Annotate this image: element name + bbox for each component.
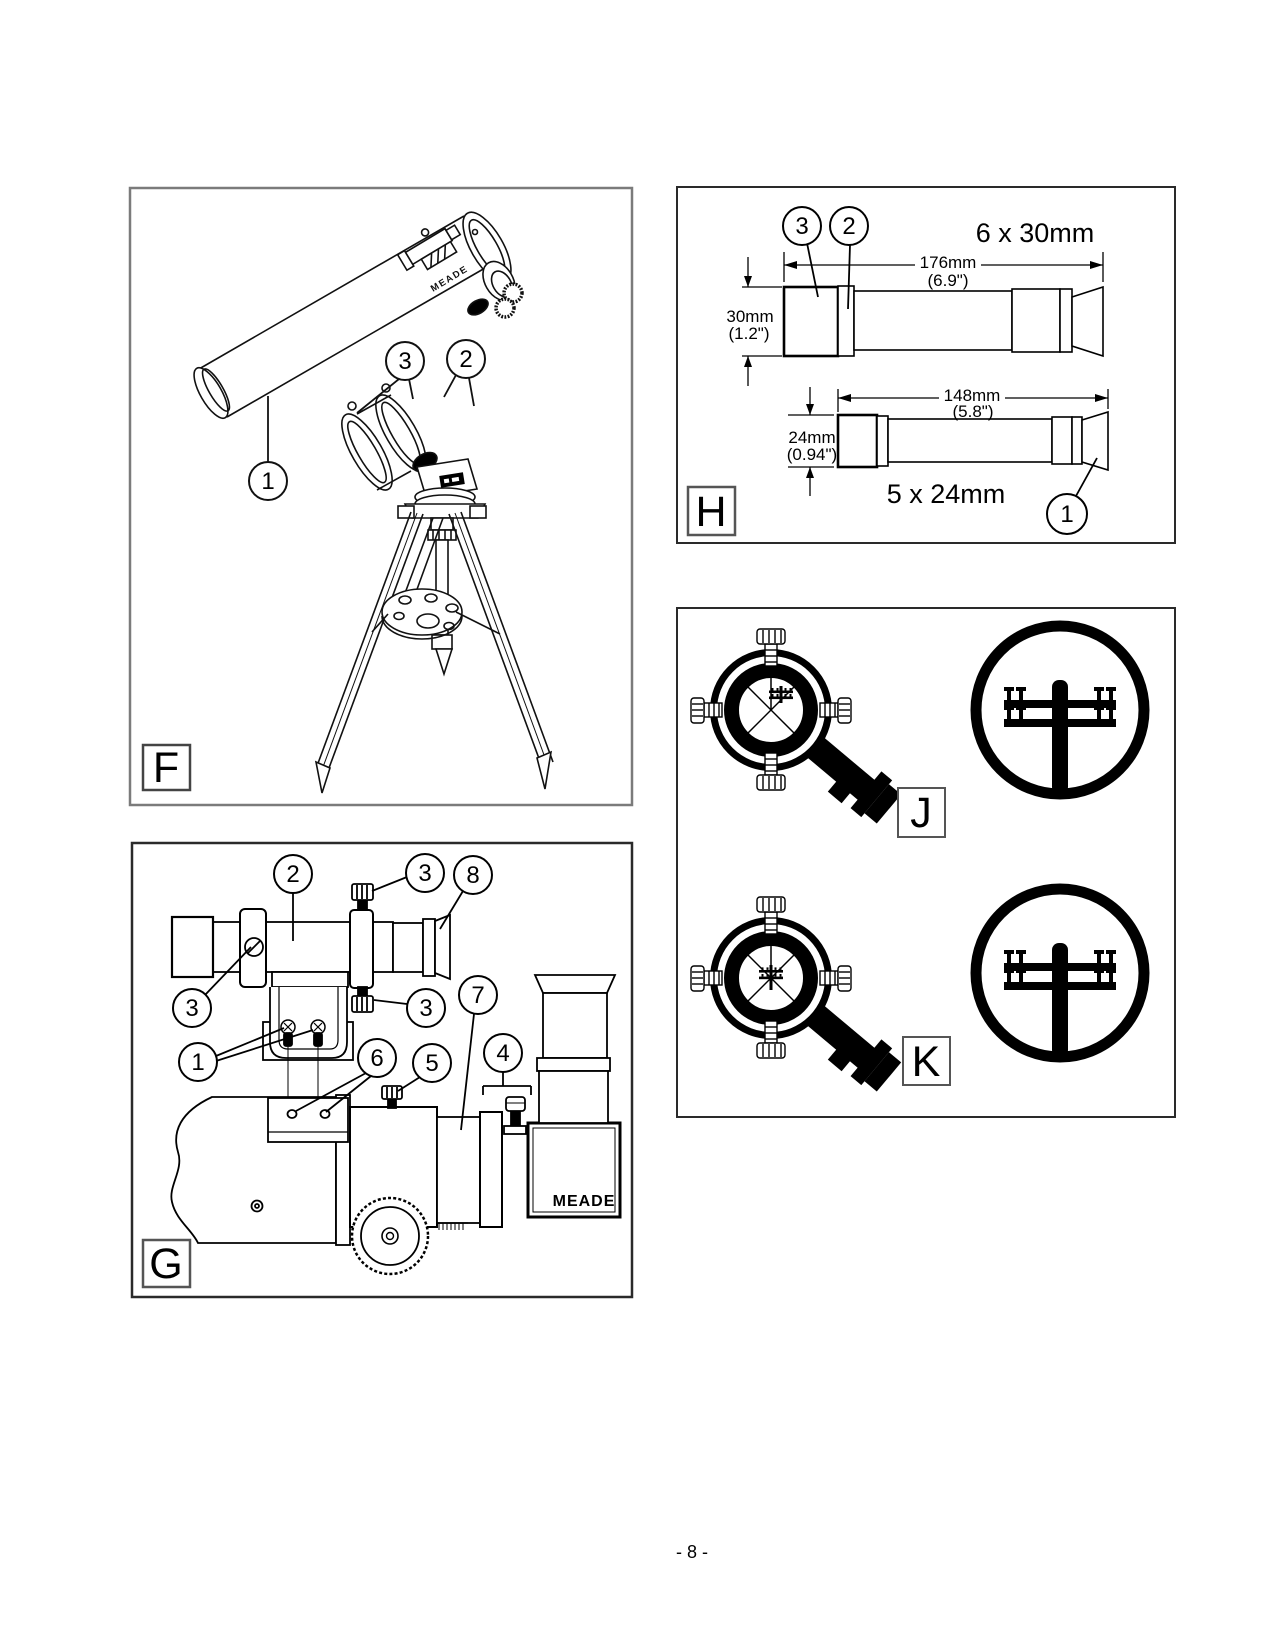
- panel-h: 176mm (6.9") 30mm (1.2") 6 x 30mm 148mm …: [676, 186, 1176, 544]
- page-number: - 8 -: [676, 1542, 708, 1562]
- callout-circle: [412, 1043, 452, 1083]
- dim-length-6x30-mm: 176mm: [920, 253, 977, 272]
- dim-width-5x24-in: (0.94"): [787, 445, 837, 464]
- finder-5x24-title: 5 x 24mm: [887, 479, 1006, 509]
- callout-3c: 3: [419, 995, 432, 1022]
- callout-8: 8: [466, 862, 479, 889]
- finderscope-icon: [396, 224, 462, 272]
- callout-3: 3: [418, 860, 431, 887]
- callout-circle: [446, 339, 486, 379]
- callout-1: 1: [191, 1049, 204, 1076]
- callout-circle: [178, 1042, 218, 1082]
- panel-f-leaders: [267, 374, 475, 462]
- callout-circle: [406, 988, 446, 1028]
- callout-2: 2: [459, 346, 472, 373]
- telephone-pole-j: [1004, 680, 1116, 794]
- finder-5x24-drawing: [836, 410, 1109, 472]
- panel-h-label-box: [686, 485, 737, 537]
- callout-circle: [829, 206, 869, 246]
- callout-circle: [458, 975, 498, 1015]
- callout-circle: [385, 341, 425, 381]
- callout-2: 2: [842, 213, 855, 240]
- callout-circle: [782, 206, 822, 246]
- panel-g: MEADE 2 3 8 3: [130, 841, 634, 1299]
- panel-f-label-box: [141, 743, 192, 792]
- telephone-pole-k: [1004, 943, 1116, 1057]
- panel-h-label: H: [695, 488, 726, 536]
- dim-width-6x30-mm: 30mm: [726, 307, 773, 326]
- panel-j-label-box: [897, 787, 946, 838]
- callout-circle: [453, 855, 493, 895]
- callout-circle: [273, 854, 313, 894]
- callout-3: 3: [795, 213, 808, 240]
- panel-h-leaders: [806, 242, 1098, 497]
- callout-5: 5: [425, 1050, 438, 1077]
- callout-7: 7: [471, 982, 484, 1009]
- callout-4: 4: [496, 1040, 509, 1067]
- panel-h-border: [676, 186, 1176, 544]
- mini-pole-centered: [759, 965, 783, 990]
- dim-width-5x24-mm: 24mm: [788, 428, 835, 447]
- panel-jk: J: [676, 607, 1176, 1118]
- row-k: K: [690, 883, 1150, 1092]
- callout-1: 1: [1060, 501, 1073, 528]
- telescope-drawing: [193, 211, 554, 794]
- dim-148mm: [788, 387, 1109, 496]
- panel-f-label: F: [153, 744, 179, 792]
- callout-circle: [483, 1033, 523, 1073]
- dim-length-6x30-in: (6.9"): [928, 271, 969, 290]
- row-j: J: [690, 620, 1150, 838]
- callout-circle: [357, 1038, 397, 1078]
- finder-bracket-silhouette: [805, 1004, 902, 1092]
- panel-g-leaders: [204, 876, 532, 1131]
- callout-2: 2: [286, 861, 299, 888]
- mini-pole-offcenter: [769, 686, 793, 703]
- callout-circle: [172, 988, 212, 1028]
- callout-circle: [405, 853, 445, 893]
- callout-6: 6: [370, 1045, 383, 1072]
- panel-k-label: K: [912, 1038, 941, 1086]
- finder-6x30-drawing: [782, 285, 1104, 358]
- dim-width-6x30-in: (1.2"): [729, 324, 770, 343]
- alignment-screws-j: [690, 628, 852, 791]
- brand-on-diagonal: MEADE: [553, 1193, 616, 1210]
- panel-f-callouts: 1 3 2: [248, 339, 486, 501]
- panel-g-label: G: [149, 1240, 182, 1288]
- panel-g-label-box: [141, 1238, 192, 1289]
- alignment-screws-k: [690, 896, 852, 1059]
- callout-3b: 3: [185, 995, 198, 1022]
- callout-circle: [248, 461, 288, 501]
- panel-j-label: J: [910, 789, 932, 837]
- dim-length-5x24-in: (5.8"): [953, 402, 994, 421]
- callout-3: 3: [398, 348, 411, 375]
- finder-6x30-title: 6 x 30mm: [976, 218, 1095, 248]
- panel-g-callouts: 2 3 8 3 3 1 6 5 7 4: [172, 853, 523, 1083]
- dim-length-5x24-mm: 148mm: [944, 386, 1001, 405]
- callout-1: 1: [261, 468, 274, 495]
- panel-f-border: [128, 186, 634, 807]
- finder-bracket-silhouette: [805, 736, 902, 824]
- callout-circle: [1046, 493, 1088, 535]
- finder-assembly-drawing: [170, 883, 622, 1276]
- panel-f: MEADE 1 3 2 F: [128, 186, 634, 807]
- panel-k-label-box: [902, 1036, 951, 1086]
